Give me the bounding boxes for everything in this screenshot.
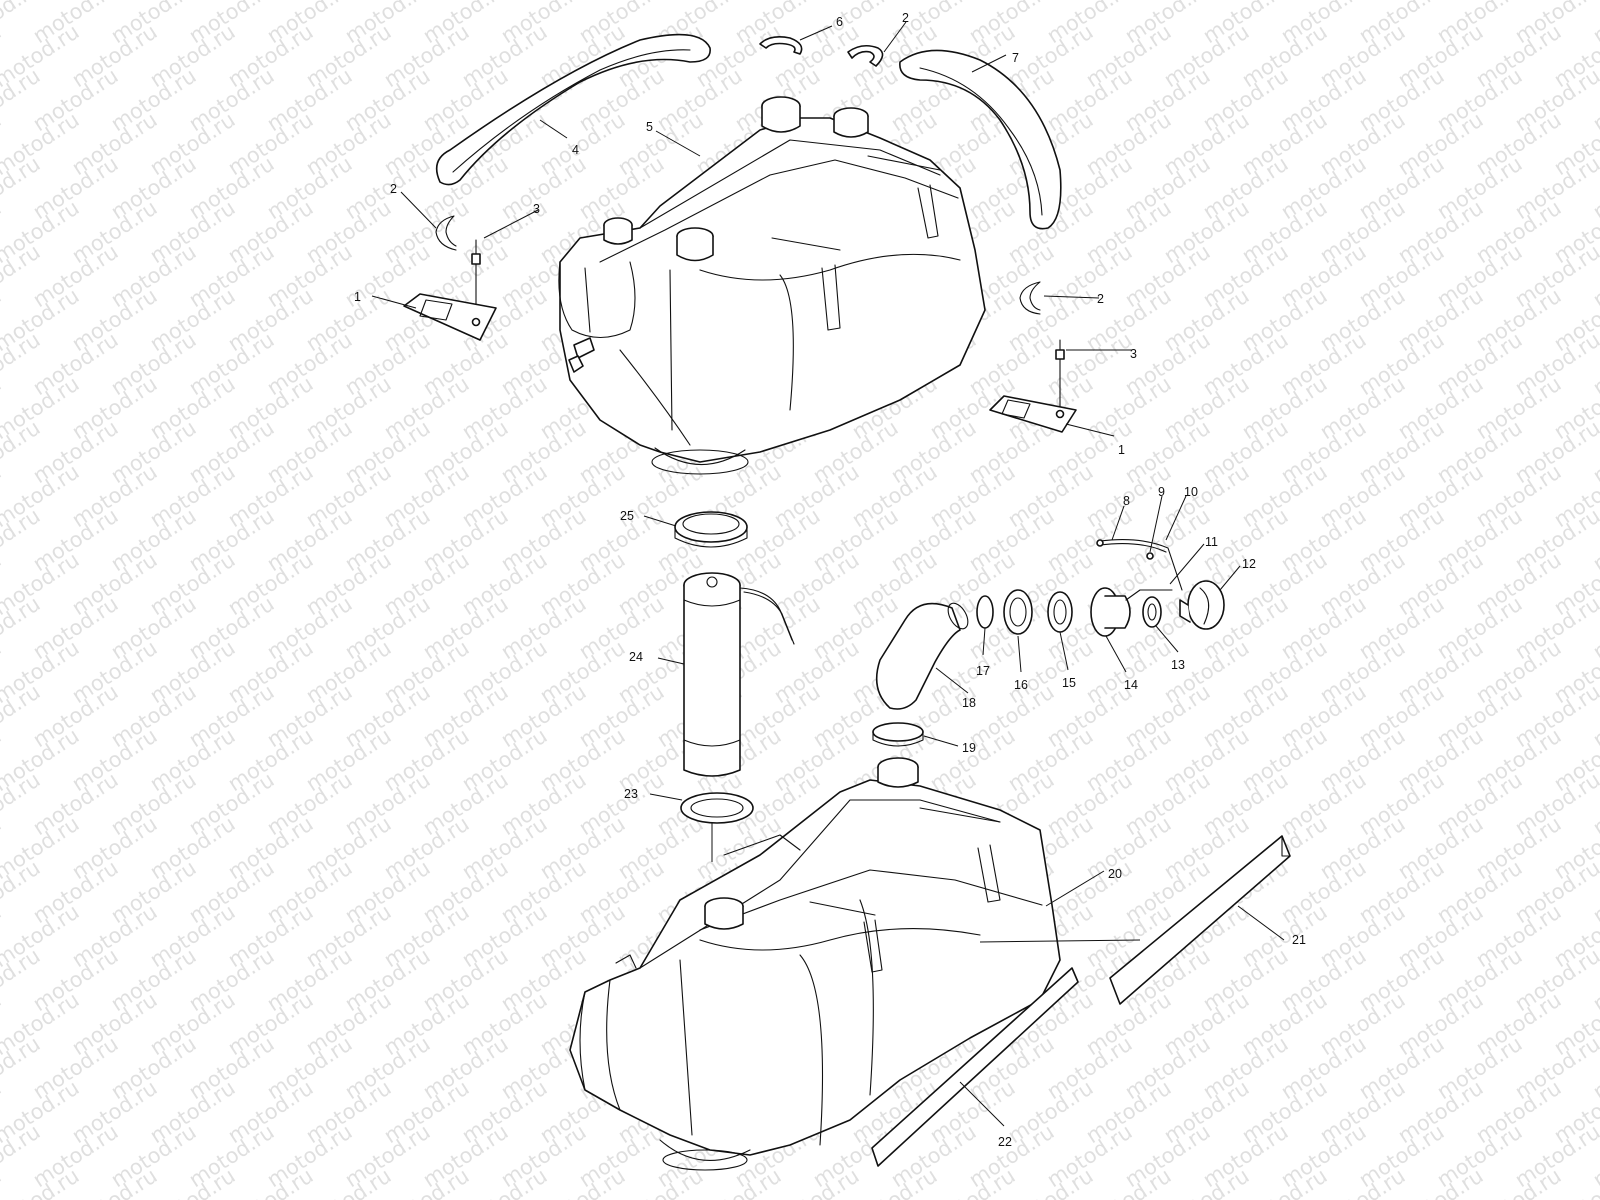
callout-10: 10: [1184, 485, 1198, 499]
lower-fuel-tank: [569, 757, 1061, 1171]
callout-20: 20: [1108, 867, 1122, 881]
callout-3-left: 3: [533, 202, 540, 216]
callout-21: 21: [1292, 933, 1306, 947]
screw-3-right: [1055, 339, 1065, 415]
callout-3-right: 3: [1130, 347, 1137, 361]
gasket-23: [680, 792, 754, 824]
callout-labels: 1 1 2 2 2 3 3 4 5 6 7 8 9 10 11 12 13 14…: [354, 11, 1306, 1149]
clamp-17: [976, 595, 994, 629]
filler-hose-18: [875, 602, 969, 710]
strap-7: [899, 49, 1062, 230]
callout-24: 24: [629, 650, 643, 664]
callout-8: 8: [1123, 494, 1130, 508]
callout-2-top: 2: [902, 11, 909, 25]
callout-7: 7: [1012, 51, 1019, 65]
callout-2-left: 2: [390, 182, 397, 196]
gasket-15: [1047, 591, 1073, 633]
fuel-cap-12: [1179, 580, 1225, 630]
callout-19: 19: [962, 741, 976, 755]
clip-2-left: [435, 215, 457, 251]
bracket-1-right: [989, 395, 1077, 433]
clip-2-top: [847, 44, 884, 67]
hose-clamp-19: [872, 722, 924, 747]
callout-1-left: 1: [354, 290, 361, 304]
callout-4: 4: [572, 143, 579, 157]
pad-21: [1109, 835, 1291, 1005]
callout-6: 6: [836, 15, 843, 29]
callout-12: 12: [1242, 557, 1256, 571]
watermark-text: motod.ru: [1589, 0, 1600, 48]
callout-14: 14: [1124, 678, 1138, 692]
callout-2-right: 2: [1097, 292, 1104, 306]
o-ring-13: [1142, 596, 1162, 628]
lock-ring-25: [674, 511, 748, 548]
filler-neck-nut-16: [1003, 589, 1033, 635]
fuel-pump-sender-24: [683, 572, 795, 777]
watermark-text: motod.ru: [0, 1164, 6, 1200]
clip-6: [759, 36, 803, 55]
callout-23: 23: [624, 787, 638, 801]
upper-fuel-tank: [558, 96, 986, 475]
cap-tether-8-11: [1096, 539, 1183, 591]
strap-4: [435, 33, 711, 186]
callout-16: 16: [1014, 678, 1028, 692]
callout-15: 15: [1062, 676, 1076, 690]
callout-5: 5: [646, 120, 653, 134]
pad-22: [871, 967, 1079, 1167]
callout-17: 17: [976, 664, 990, 678]
bracket-1-left: [403, 293, 497, 341]
callout-25: 25: [620, 509, 634, 523]
callout-22: 22: [998, 1135, 1012, 1149]
leader-lines: [371, 21, 1285, 1127]
callout-9: 9: [1158, 485, 1165, 499]
callout-13: 13: [1171, 658, 1185, 672]
callout-18: 18: [962, 696, 976, 710]
callout-11: 11: [1205, 535, 1218, 549]
filler-neck-14: [1090, 587, 1173, 637]
clip-2-right: [1019, 281, 1041, 315]
callout-1-right: 1: [1118, 443, 1125, 457]
